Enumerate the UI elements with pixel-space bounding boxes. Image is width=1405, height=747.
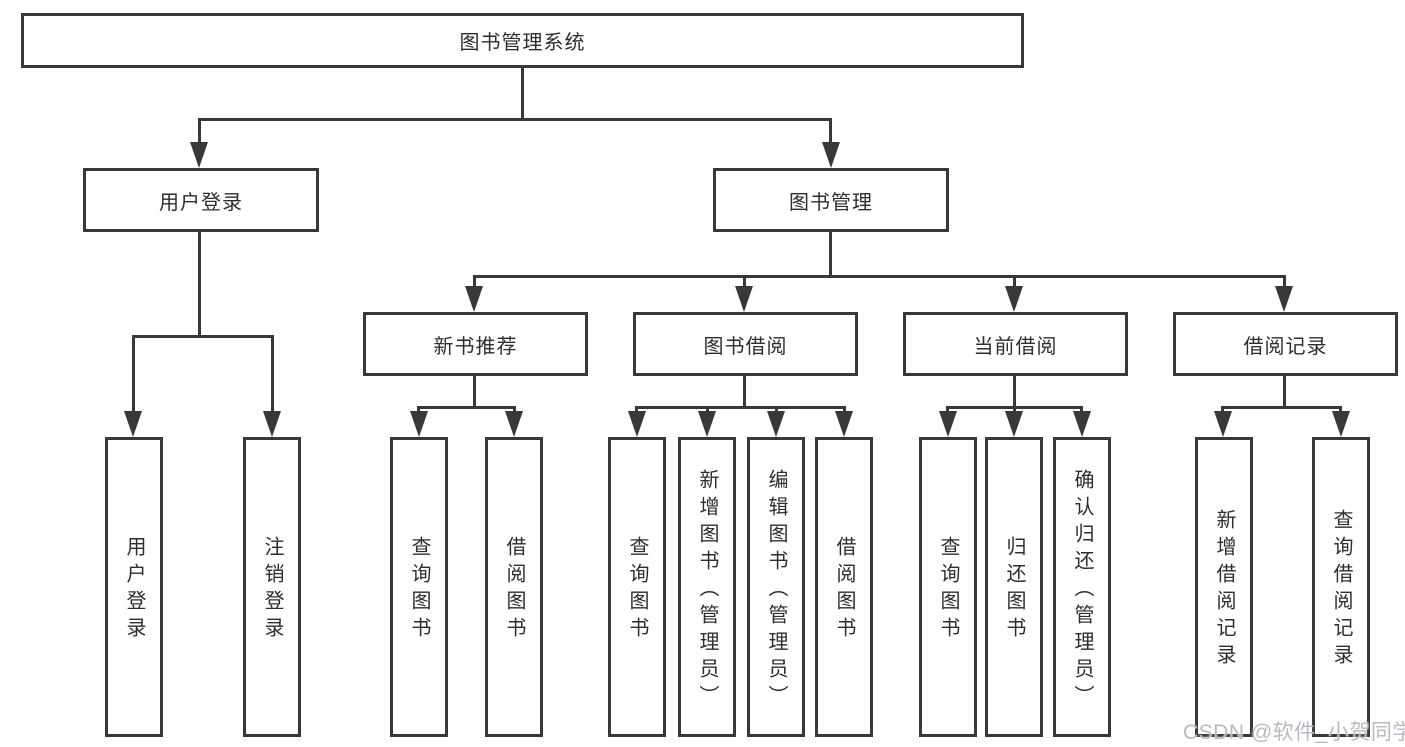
connector-cb-drop-2 (1013, 406, 1016, 413)
node-user-login: 用户登录 (83, 168, 319, 232)
connector-book-drop-2 (743, 275, 746, 288)
leaf-cb-query-book: 查询图书 (919, 437, 977, 737)
arrow-down-icon (1332, 411, 1350, 437)
leaf-bb-query-book: 查询图书 (608, 437, 666, 737)
connector-root-drop-user (198, 118, 201, 146)
arrow-down-icon (698, 411, 716, 437)
leaf-logout: 注销登录 (243, 437, 301, 737)
connector-bb-drop-4 (843, 406, 846, 413)
arrow-down-icon (939, 411, 957, 437)
leaf-nb-query-book: 查询图书 (390, 437, 448, 737)
arrow-down-icon (767, 411, 785, 437)
connector-nb-drop-1 (417, 406, 420, 413)
arrow-down-icon (505, 411, 523, 437)
node-book-management: 图书管理 (713, 168, 949, 232)
arrow-down-icon (1073, 411, 1091, 437)
node-borrow-records: 借阅记录 (1173, 312, 1398, 376)
connector-nb-stem (473, 376, 476, 406)
connector-book-stem (829, 232, 832, 275)
connector-bb-bar (635, 406, 846, 409)
connector-user-drop-1 (132, 335, 135, 411)
node-new-book-recommend: 新书推荐 (363, 312, 588, 376)
arrow-down-icon (1275, 286, 1293, 312)
leaf-bb-edit-book: 编辑图书（管理员） (747, 437, 805, 737)
connector-book-drop-1 (473, 275, 476, 288)
arrow-down-icon (822, 142, 840, 168)
leaf-br-query-record: 查询借阅记录 (1312, 437, 1370, 737)
connector-br-drop-1 (1221, 406, 1224, 413)
arrow-down-icon (190, 142, 208, 168)
connector-root-bar (198, 118, 832, 121)
connector-user-bar (132, 335, 274, 338)
arrow-down-icon (465, 286, 483, 312)
connector-user-drop-2 (271, 335, 274, 411)
connector-cb-drop-1 (946, 406, 949, 413)
arrow-down-icon (124, 411, 142, 437)
connector-book-drop-4 (1283, 275, 1286, 288)
leaf-user-login: 用户登录 (105, 437, 163, 737)
connector-cb-stem (1013, 376, 1016, 406)
arrow-down-icon (1005, 411, 1023, 437)
arrow-down-icon (835, 411, 853, 437)
connector-bb-stem (743, 376, 746, 406)
connector-root-stem (521, 68, 524, 118)
connector-cb-drop-3 (1080, 406, 1083, 413)
node-current-borrow: 当前借阅 (903, 312, 1128, 376)
connector-bb-drop-1 (635, 406, 638, 413)
connector-br-stem (1283, 376, 1286, 406)
leaf-bb-add-book: 新增图书（管理员） (678, 437, 736, 737)
arrow-down-icon (263, 411, 281, 437)
connector-book-bar (473, 275, 1286, 278)
arrow-down-icon (735, 286, 753, 312)
arrow-down-icon (628, 411, 646, 437)
arrow-down-icon (410, 411, 428, 437)
arrow-down-icon (1005, 286, 1023, 312)
leaf-nb-borrow-book: 借阅图书 (485, 437, 543, 737)
connector-root-drop-book (829, 118, 832, 146)
arrow-down-icon (1214, 411, 1232, 437)
leaf-cb-confirm-return: 确认归还（管理员） (1053, 437, 1111, 737)
connector-br-bar (1221, 406, 1342, 409)
connector-bb-drop-3 (775, 406, 778, 413)
connector-nb-drop-2 (513, 406, 516, 413)
leaf-cb-return-book: 归还图书 (985, 437, 1043, 737)
leaf-br-add-record: 新增借阅记录 (1195, 437, 1253, 737)
connector-br-drop-2 (1339, 406, 1342, 413)
leaf-bb-borrow-book: 借阅图书 (815, 437, 873, 737)
connector-user-stem (198, 232, 201, 335)
connector-nb-bar (417, 406, 516, 409)
connector-book-drop-3 (1013, 275, 1016, 288)
csdn-watermark: CSDN @软件_小贺同学 (1183, 721, 1405, 744)
connector-bb-drop-2 (706, 406, 709, 413)
node-root-library-system: 图书管理系统 (21, 13, 1024, 68)
node-book-borrow: 图书借阅 (633, 312, 858, 376)
